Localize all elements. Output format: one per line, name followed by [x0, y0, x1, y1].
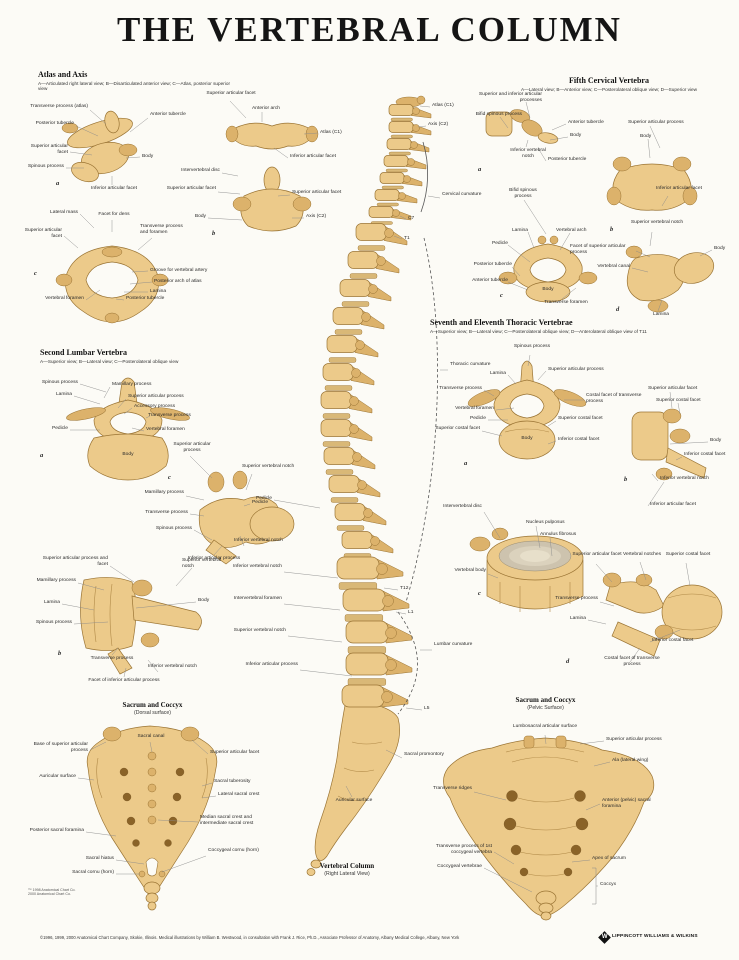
section-subtitle: A—Superior view; B—Lateral view; C—Poste… — [430, 328, 647, 334]
section-title: Sacrum and Coccyx — [515, 696, 576, 704]
c5-superior-figure — [498, 235, 598, 303]
section-heading-l2: Second Lumbar Vertebra A—Superior view; … — [40, 348, 250, 364]
spine-lateral-column — [320, 95, 432, 708]
intervertebral-disc-figure — [469, 527, 584, 612]
c5-anterior-figure — [606, 156, 698, 211]
copyright-line: ©1996, 1999, 2000 Anatomical Chart Compa… — [40, 935, 460, 940]
leader-lines — [61, 100, 713, 893]
fine-print-line2: 2000 Anatomical Chart Co. — [28, 892, 71, 897]
section-heading-c5: Fifth Cervical Vertebra A—Lateral view; … — [500, 76, 718, 92]
section-title: Sacrum and Coccyx — [122, 701, 183, 709]
spine-sacrum-lateral — [306, 699, 400, 876]
diamond-logo-icon: W — [598, 931, 611, 944]
section-subtitle: A—Superior view; B—Lateral view; C—Poste… — [40, 358, 179, 364]
c5-lateral-figure — [485, 109, 559, 144]
atlas-axis-anterior-figure — [225, 122, 319, 232]
section-subtitle: (Dorsal surface) — [134, 710, 171, 717]
sacrum-dorsal-figure — [86, 725, 218, 911]
t7-superior-figure — [467, 360, 587, 460]
atlas-axis-lateral-figure — [61, 110, 138, 183]
fine-print: ™ 1998 Anatomical Chart Co. 2000 Anatomi… — [28, 888, 148, 897]
caption-line1: Vertebral Column — [319, 862, 375, 870]
curvature-guides — [397, 141, 438, 715]
section-heading-sacrum-dorsal: Sacrum and Coccyx (Dorsal surface) — [80, 701, 225, 717]
l2-superior-figure — [66, 377, 190, 481]
section-title: Atlas and Axis — [38, 70, 88, 79]
caption-line2: (Right Lateral View) — [324, 871, 370, 878]
t11-oblique-figure — [602, 572, 723, 657]
section-title: Seventh and Eleventh Thoracic Vertebrae — [430, 318, 573, 327]
section-heading-sacrum-pelvic: Sacrum and Coccyx (Pelvic Surface) — [473, 696, 618, 712]
c5-oblique-figure — [625, 245, 715, 313]
publisher-logo: W LIPPINCOTT WILLIAMS & WILKINS — [598, 931, 698, 944]
t7-lateral-figure — [631, 408, 707, 481]
section-heading-atlas-axis: Atlas and Axis A—Articulated right later… — [38, 70, 238, 92]
atlas-superior-figure — [55, 245, 169, 324]
section-subtitle: A—Articulated right lateral view; B—Disa… — [38, 80, 230, 92]
page-title: THE VERTEBRAL COLUMN — [117, 10, 622, 49]
l2-lateral-figure — [80, 577, 202, 675]
l2-oblique-figure — [198, 470, 295, 565]
section-subtitle: A—Lateral view; B—Anterior view; C—Poste… — [520, 86, 698, 92]
section-title: Second Lumbar Vertebra — [40, 348, 127, 357]
section-heading-thoracic: Seventh and Eleventh Thoracic Vertebrae … — [430, 318, 730, 334]
fine-print-line1: ™ 1998 Anatomical Chart Co. — [28, 888, 76, 892]
publisher-name: LIPPINCOTT WILLIAMS & WILKINS — [612, 934, 698, 940]
section-subtitle: (Pelvic Surface) — [527, 705, 564, 712]
sacrum-pelvic-figure — [443, 735, 655, 921]
column-caption: Vertebral Column (Right Lateral View) — [283, 862, 411, 878]
section-title: Fifth Cervical Vertebra — [569, 76, 649, 85]
